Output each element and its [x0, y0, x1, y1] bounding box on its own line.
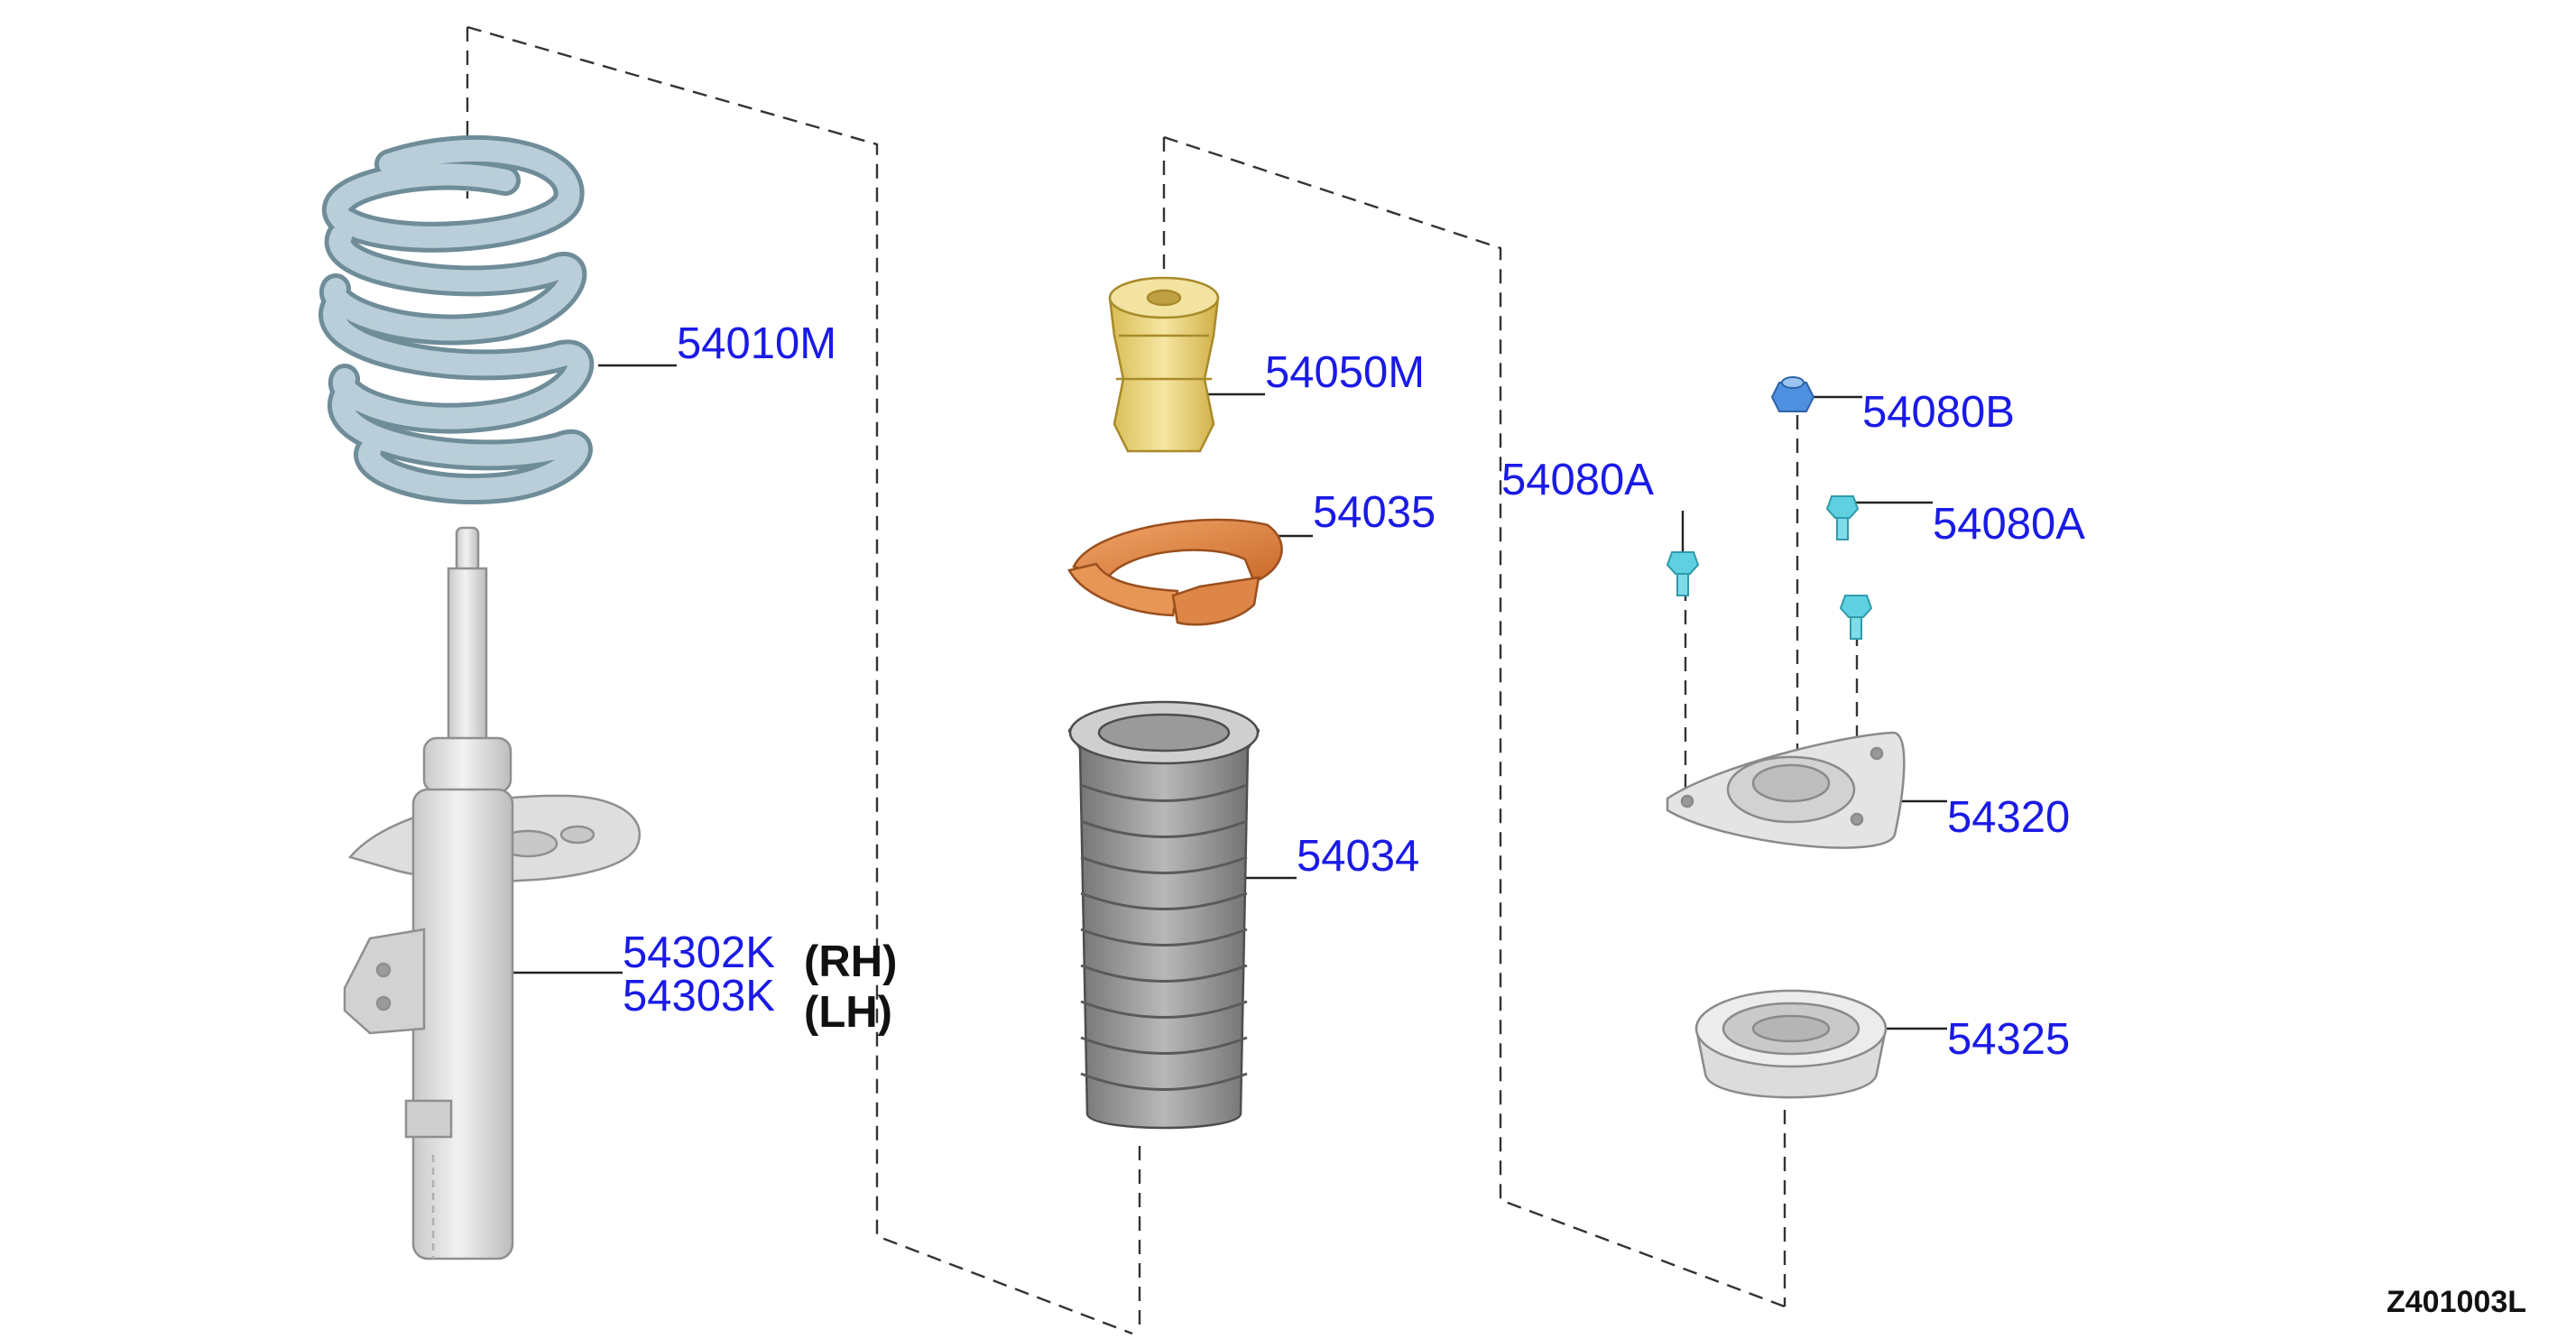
part-label-54320[interactable]: 54320 [1947, 793, 2071, 842]
part-label-54080a-right[interactable]: 54080A [1933, 500, 2085, 549]
part-label-54303k[interactable]: 54303K [623, 972, 775, 1020]
mount-bearing-icon [1694, 989, 1888, 1099]
part-label-54034[interactable]: 54034 [1297, 832, 1420, 881]
part-label-54325[interactable]: 54325 [1947, 1015, 2071, 1064]
coil-spring-icon [319, 135, 595, 504]
strut-assembly-icon [343, 526, 642, 1261]
side-label-rh: (RH) [804, 937, 898, 986]
dust-boot-icon [1067, 700, 1260, 1130]
part-label-54050m[interactable]: 54050M [1265, 348, 1426, 397]
left-plane-outline [466, 25, 1133, 1335]
bolt-icon [1666, 551, 1700, 596]
part-label-54035[interactable]: 54035 [1313, 488, 1436, 537]
drawing-code: Z401003L [2387, 1285, 2526, 1319]
part-label-54302k[interactable]: 54302K [623, 928, 775, 977]
part-label-54080b[interactable]: 54080B [1862, 388, 2015, 437]
part-label-54010m[interactable]: 54010M [677, 319, 837, 368]
right-plane-outline [1163, 135, 1786, 1308]
part-label-54080a-left[interactable]: 54080A [1501, 456, 1654, 504]
nut-icon [1770, 376, 1815, 412]
bump-stop-icon [1108, 276, 1220, 453]
bolt-icon [1825, 495, 1860, 540]
spring-seat-icon [1067, 518, 1283, 626]
mount-insulator-icon [1666, 731, 1906, 849]
assembly-guide-lines [466, 25, 1859, 1335]
side-label-lh: (LH) [804, 988, 892, 1037]
bolt-icon [1839, 595, 1873, 640]
